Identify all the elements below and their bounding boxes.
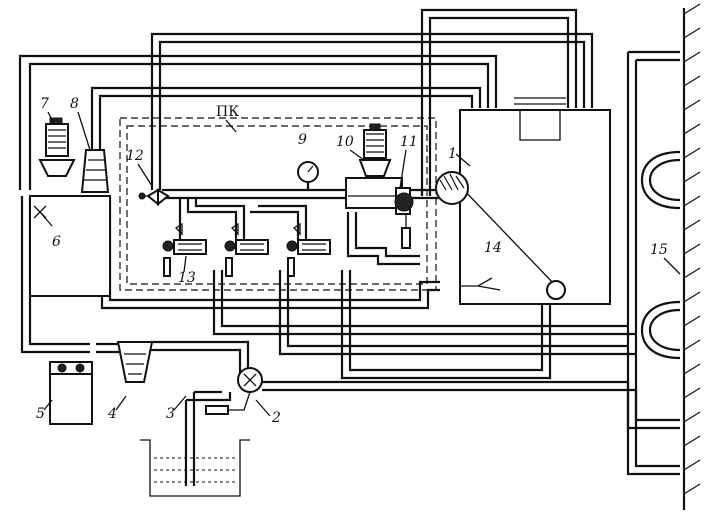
label-4: 4 xyxy=(107,406,117,422)
control-valves-13 xyxy=(162,222,331,277)
tank-1 xyxy=(435,97,611,305)
control-valve-13a xyxy=(162,222,207,277)
pressure-gauge-9 xyxy=(297,161,319,190)
valve-7 xyxy=(38,117,76,177)
diagram-labels: 1 2 3 4 5 6 7 8 9 10 11 12 13 14 15 ПК xyxy=(36,96,681,426)
motor-11 xyxy=(394,187,414,249)
label-8: 8 xyxy=(70,96,79,112)
control-valve-13b xyxy=(224,222,269,277)
label-1: 1 xyxy=(448,146,457,162)
label-14: 14 xyxy=(484,240,502,256)
valve-14 xyxy=(460,277,501,291)
sprinkler-wall-15 xyxy=(640,3,701,510)
label-5: 5 xyxy=(36,406,45,422)
label-7: 7 xyxy=(40,96,49,112)
label-10: 10 xyxy=(336,134,354,150)
strainer-4 xyxy=(116,341,154,383)
pump-2 xyxy=(205,367,263,415)
label-13: 13 xyxy=(178,270,196,286)
tank-6 xyxy=(29,195,111,297)
label-2: 2 xyxy=(271,410,281,426)
relief-valve-10 xyxy=(345,123,403,209)
label-15: 15 xyxy=(650,242,668,258)
label-pk: ПК xyxy=(216,104,239,120)
valve-12 xyxy=(138,188,170,207)
label-6: 6 xyxy=(52,234,61,250)
label-12: 12 xyxy=(126,148,144,164)
reservoir-3 xyxy=(140,390,250,497)
control-valve-13c xyxy=(286,222,331,277)
label-3: 3 xyxy=(166,406,175,422)
label-9: 9 xyxy=(298,132,307,148)
filter-5 xyxy=(49,361,93,425)
control-panel-boundary xyxy=(126,125,428,285)
label-11: 11 xyxy=(400,134,418,150)
funnel-8 xyxy=(80,149,110,193)
control-panel-inner-boundary xyxy=(119,117,437,291)
